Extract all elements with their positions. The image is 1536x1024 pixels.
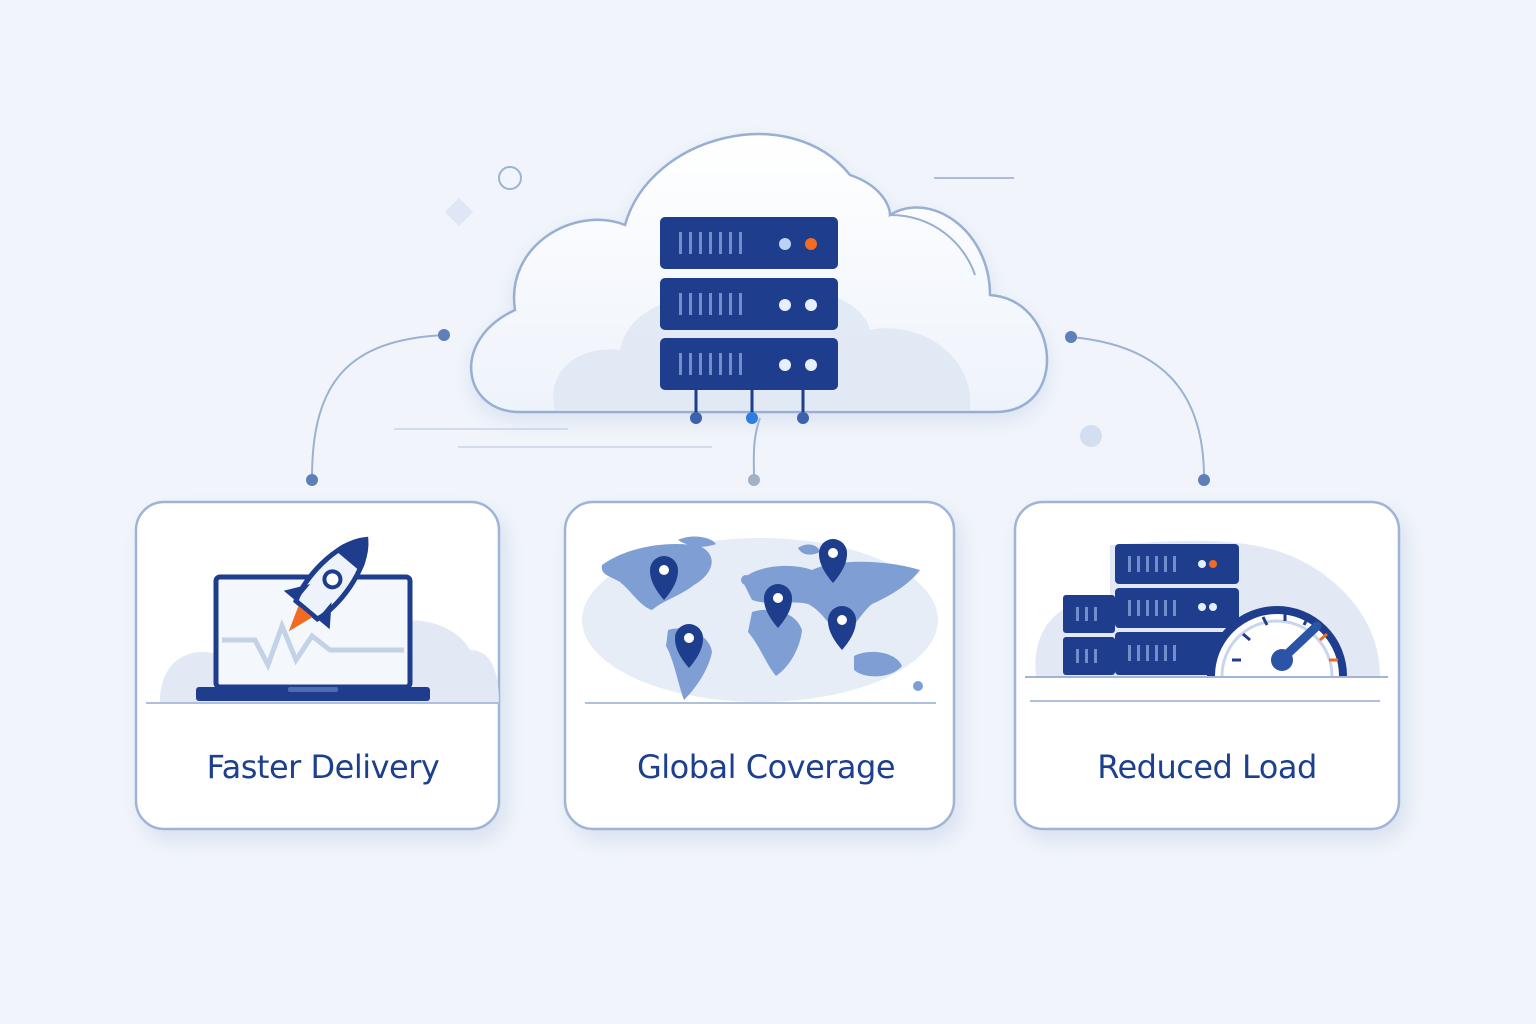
card-label-global-coverage: Global Coverage — [637, 748, 895, 786]
server-vent — [1094, 649, 1097, 663]
server-vent — [679, 293, 682, 315]
connector-right — [1070, 336, 1205, 479]
server-vent — [1146, 600, 1149, 616]
server-vent — [1155, 600, 1158, 616]
server-vent — [1085, 607, 1088, 621]
server-vent — [1137, 645, 1140, 661]
card-label-reduced-load: Reduced Load — [1097, 748, 1317, 786]
server-vent — [679, 232, 682, 254]
server-vent — [719, 232, 722, 254]
server-stack-icon — [1063, 544, 1239, 675]
server-vent — [1128, 556, 1131, 572]
server-vent — [1146, 645, 1149, 661]
server-vent — [729, 353, 732, 375]
server-vent — [1076, 649, 1079, 663]
server-vent — [739, 232, 742, 254]
server-vent — [679, 353, 682, 375]
server-vent — [1155, 645, 1158, 661]
server-vent — [1173, 556, 1176, 572]
world-map-pins-icon — [582, 536, 938, 702]
server-vent — [729, 293, 732, 315]
decor-diamond — [444, 197, 474, 227]
server-vent — [689, 353, 692, 375]
server-vent — [1164, 556, 1167, 572]
card-global-coverage: Global Coverage — [563, 500, 956, 831]
decor-ring — [498, 166, 522, 190]
server-vent — [709, 293, 712, 315]
connector-dots — [306, 329, 1210, 486]
card-reduced-load: Reduced Load — [1013, 500, 1401, 831]
server-vent — [739, 293, 742, 315]
connector-left — [311, 334, 445, 479]
server-vent — [719, 293, 722, 315]
server-vent — [1085, 649, 1088, 663]
server-vent — [719, 353, 722, 375]
server-vent — [709, 232, 712, 254]
server-rack-icon — [660, 217, 838, 424]
server-vent — [699, 232, 702, 254]
server-vent — [1173, 645, 1176, 661]
server-vent — [1137, 556, 1140, 572]
server-vent — [1076, 607, 1079, 621]
server-vent — [1164, 645, 1167, 661]
rocket-icon — [283, 536, 369, 632]
server-vent — [1155, 556, 1158, 572]
cloud-server-icon — [469, 132, 1049, 424]
card-label-faster-delivery: Faster Delivery — [207, 748, 440, 786]
server-vent — [1137, 600, 1140, 616]
server-vent — [1128, 600, 1131, 616]
decor-dot — [1080, 425, 1102, 447]
cloud-rear-arc — [889, 214, 976, 276]
server-vent — [1128, 645, 1131, 661]
speedometer-icon — [1207, 606, 1347, 677]
server-vent — [1164, 600, 1167, 616]
server-vent — [739, 353, 742, 375]
server-vent — [1173, 600, 1176, 616]
server-vent — [1146, 556, 1149, 572]
server-vent — [699, 353, 702, 375]
server-vent — [729, 232, 732, 254]
server-vent — [709, 353, 712, 375]
card-faster-delivery: Faster Delivery — [134, 500, 501, 831]
server-vent — [689, 232, 692, 254]
server-vent — [699, 293, 702, 315]
server-vent — [1094, 607, 1097, 621]
server-speedometer-icon — [1025, 540, 1388, 678]
connector-center — [752, 417, 761, 479]
connectors — [311, 334, 1205, 479]
server-vent — [689, 293, 692, 315]
rocket-laptop-icon — [160, 536, 499, 702]
